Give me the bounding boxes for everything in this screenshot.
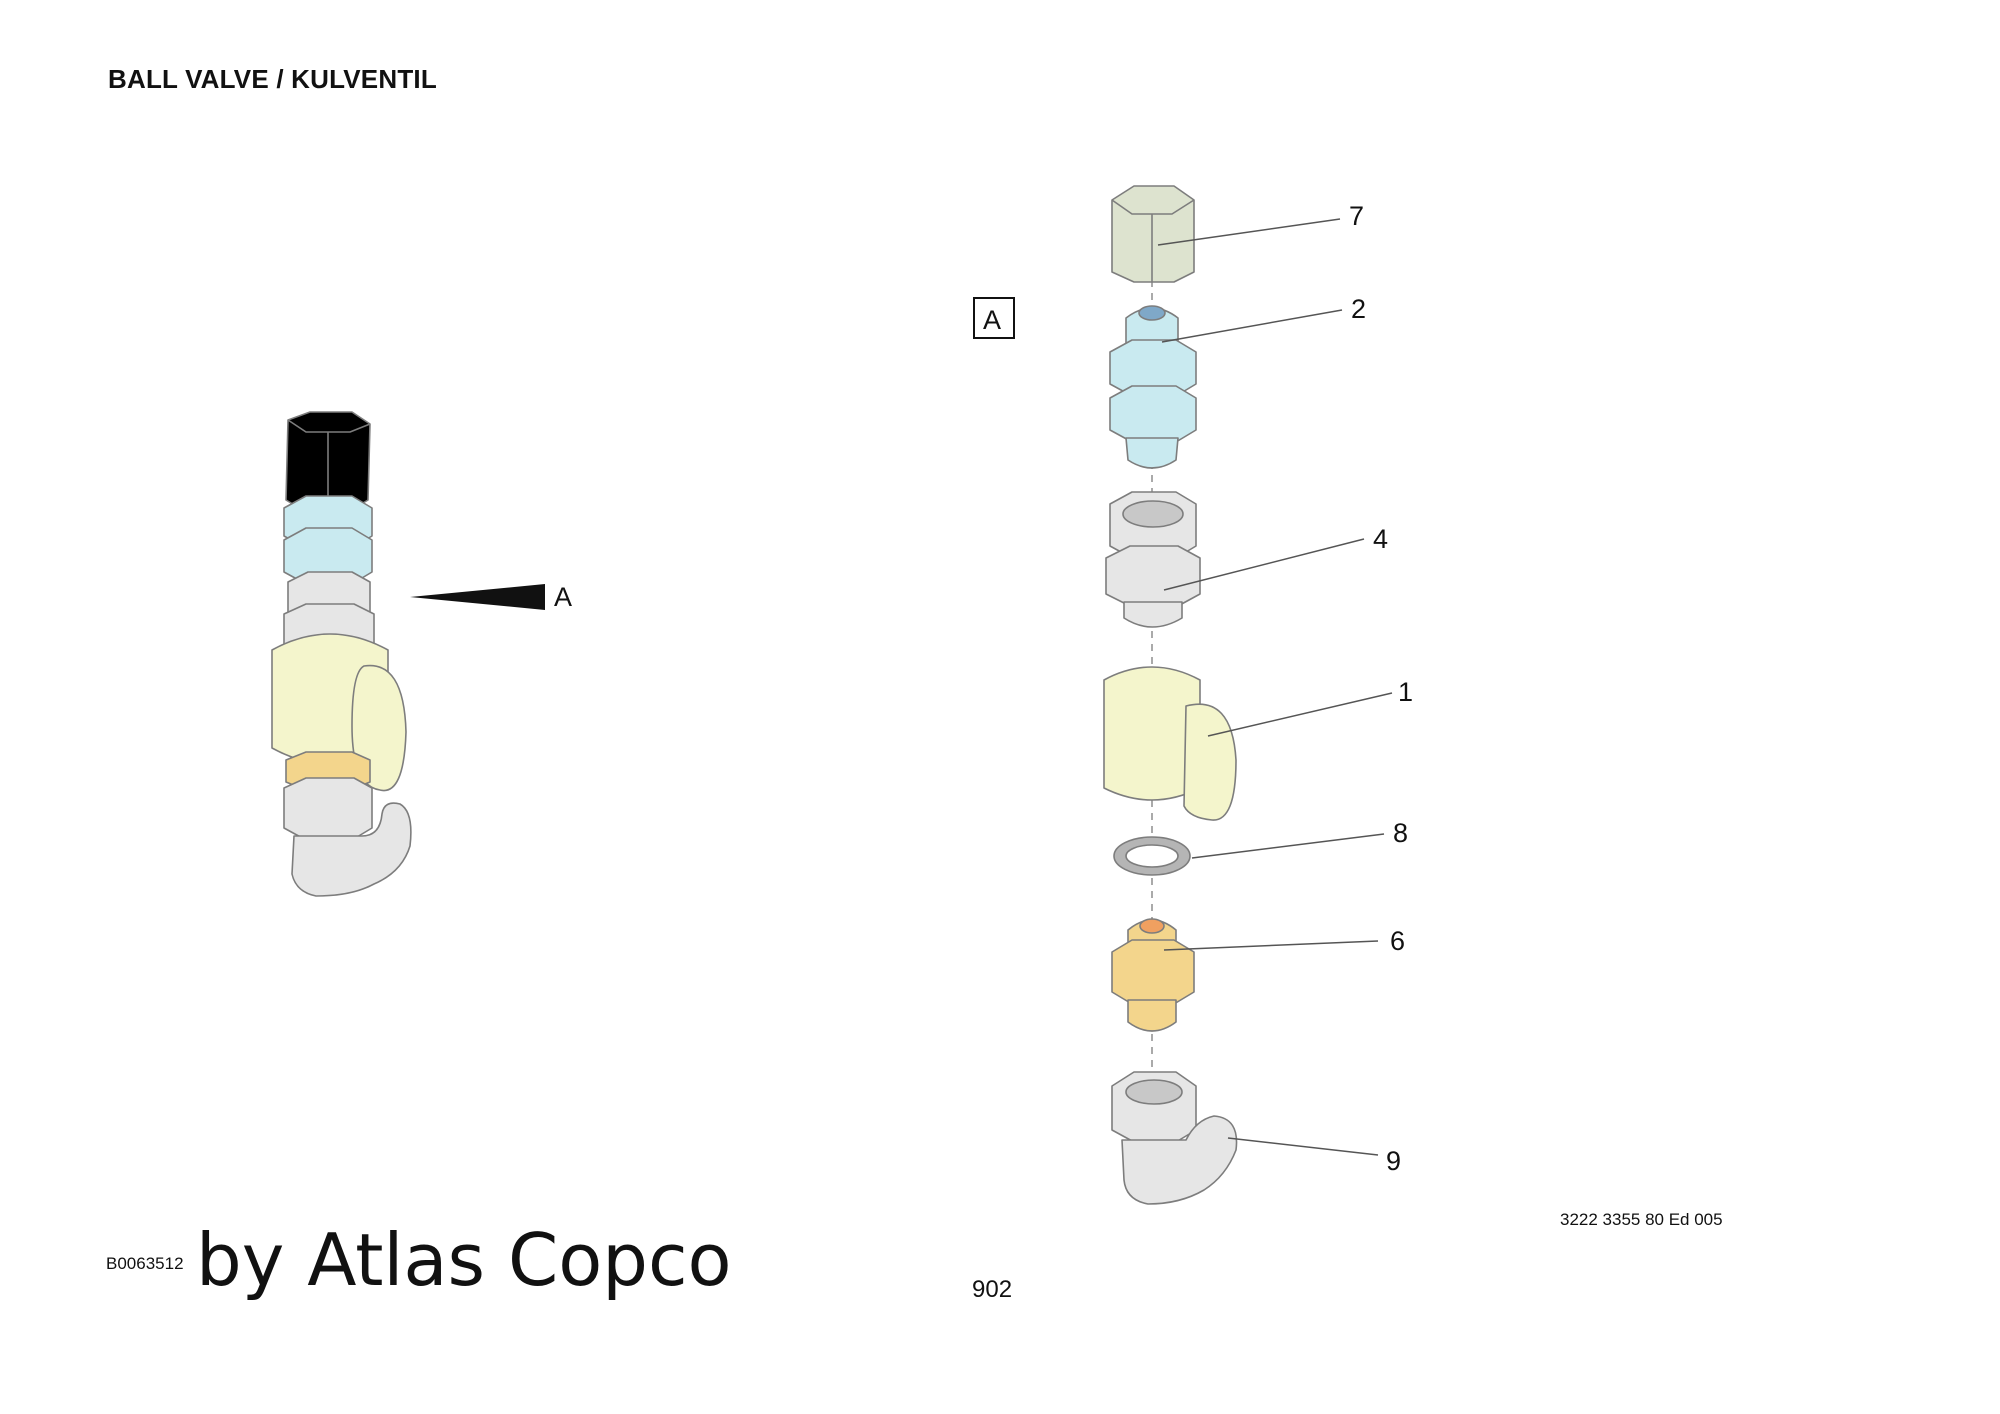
callout-9: 9 (1386, 1146, 1401, 1176)
callout-leaders (1157, 218, 1393, 1156)
callout-numbers: 7 2 4 1 8 6 9 (1349, 201, 1413, 1176)
part-2-nipple (1109, 305, 1197, 469)
page-number: 902 (972, 1276, 1013, 1303)
page-title: BALL VALVE / KULVENTIL (108, 64, 437, 94)
part-9-elbow (1111, 1071, 1238, 1205)
callout-4: 4 (1373, 524, 1388, 554)
assembled-elbow (283, 777, 412, 897)
callout-2: 2 (1351, 294, 1366, 324)
view-a-arrow: A (410, 582, 572, 612)
part-7-cap-nut (1111, 185, 1195, 283)
view-a-box: A (973, 297, 1015, 339)
document-id: B0063512 (106, 1254, 184, 1273)
view-box-label: A (983, 305, 1001, 335)
callout-6: 6 (1390, 926, 1405, 956)
watermark-text: by Atlas Copco (196, 1218, 732, 1302)
view-marker-label: A (554, 582, 572, 612)
assembled-valve (271, 411, 412, 897)
part-1-valve-body (1103, 666, 1237, 821)
assembled-nipple (283, 495, 373, 585)
callout-7: 7 (1349, 201, 1364, 231)
edition-reference: 3222 3355 80 Ed 005 (1560, 1210, 1723, 1229)
part-6-brass-nipple (1111, 918, 1195, 1032)
callout-1: 1 (1398, 677, 1413, 707)
callout-8: 8 (1393, 818, 1408, 848)
part-8-sealing-washer (1113, 836, 1191, 876)
part-4-adapter (1105, 491, 1201, 628)
